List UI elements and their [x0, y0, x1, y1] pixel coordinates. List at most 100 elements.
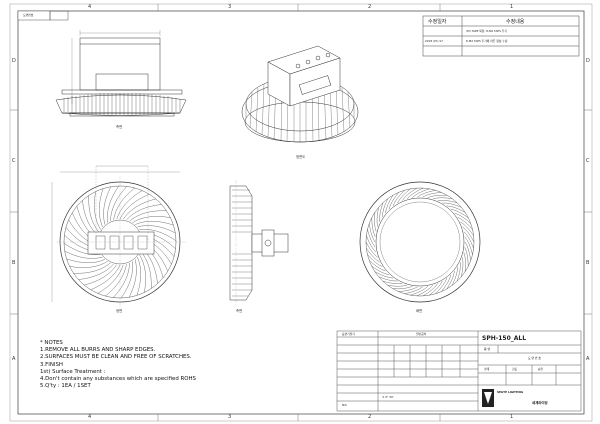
heatsink-fin	[126, 204, 162, 221]
angle-tolerance: ± 0° 30'	[382, 395, 394, 399]
heatsink-fin	[367, 229, 376, 248]
company-name: 세계라이팅	[532, 401, 548, 405]
heatsink-fin	[105, 264, 127, 297]
zone-right-A: A	[586, 356, 590, 362]
zone-top-4: 4	[88, 4, 92, 10]
heatsink-fin	[107, 185, 119, 223]
heatsink-fin	[412, 188, 430, 198]
scale: N/S	[342, 403, 347, 407]
heatsink-fin	[442, 202, 462, 208]
heatsink-fin	[392, 190, 405, 206]
heatsink-fin	[129, 210, 167, 222]
heatsink-fin	[460, 221, 474, 236]
title-block-grid	[336, 330, 582, 412]
heatsink-fin	[392, 286, 413, 290]
company-name-en: SEGYE LIGHTING	[497, 390, 524, 394]
heatsink-fin	[90, 264, 121, 290]
heatsink-fin	[422, 283, 438, 297]
back-view	[359, 181, 481, 303]
heatsink-fin	[382, 281, 403, 284]
tolerance-header: 일반공차	[416, 332, 427, 336]
heatsink-fin	[398, 286, 418, 292]
heatsink-fin	[454, 212, 471, 224]
note-line-6: 5.Q'ty : 1EA / 1SET	[40, 383, 91, 390]
heatsink-fin	[113, 187, 135, 220]
heatsink-fin	[379, 202, 384, 222]
heatsink-fin	[422, 192, 442, 198]
view-label-front: 정면	[116, 308, 122, 313]
heatsink-fin	[366, 248, 380, 263]
heatsink-fin	[113, 262, 130, 298]
revision-table	[422, 15, 580, 57]
heatsink-fin	[134, 221, 174, 226]
heatsink-fin	[376, 207, 379, 227]
heatsink-fin	[463, 231, 474, 249]
heatsink-fin	[94, 191, 101, 230]
heatsink-fin	[463, 252, 466, 272]
zone-left-D: D	[12, 58, 16, 64]
heatsink-fin	[84, 264, 117, 286]
heatsink-fin	[123, 198, 156, 220]
heatsink-fin	[369, 223, 376, 243]
heatsink-fin	[404, 286, 423, 294]
zone-bottom-3: 3	[228, 414, 232, 420]
heatsink-fin	[366, 235, 377, 253]
heatsink-fin	[140, 251, 152, 289]
heatsink-fin	[374, 271, 394, 279]
zone-left-B: B	[12, 260, 16, 266]
note-line-2: 2.SURFACES MUST BE CLEAN AND FREE OF SCR…	[40, 354, 192, 361]
heatsink-fin	[388, 192, 399, 210]
note-line-4: 1st) Surface Treatment :	[40, 368, 106, 375]
zone-bottom-1: 1	[510, 414, 514, 420]
heatsink-fin	[378, 276, 398, 282]
heatsink-fin	[452, 266, 458, 286]
heatsink-fin	[136, 256, 141, 296]
heatsink-fin	[457, 217, 473, 230]
heatsink-fin	[103, 186, 112, 225]
view-label-iso: 정면도	[296, 154, 305, 159]
heatsink-fin	[410, 286, 428, 296]
heatsink-fin	[382, 198, 388, 218]
heatsink-fin	[88, 195, 100, 233]
heatsink-fin	[139, 254, 146, 293]
heatsink-fin	[132, 216, 171, 223]
notes-heading: * NOTES	[40, 340, 63, 346]
heatsink-fin	[429, 280, 443, 296]
heatsink-fin	[456, 262, 461, 282]
heatsink-fin	[78, 263, 114, 280]
heatsink-fin	[464, 247, 469, 267]
note-line-1: 1.REMOVE ALL BURRS AND SHARP EDGES.	[40, 347, 156, 354]
heatsink-fin	[66, 258, 106, 263]
heatsink-fin	[365, 241, 378, 258]
heatsink-fin	[387, 284, 408, 287]
isometric-view	[241, 45, 359, 143]
zone-left-A: A	[12, 356, 16, 362]
zone-top-1: 1	[510, 4, 514, 10]
side-view-middle	[229, 180, 289, 306]
heatsink-fin	[464, 241, 471, 261]
heatsink-fin	[110, 186, 127, 222]
zone-ticks	[10, 4, 592, 421]
heatsink-fin	[441, 274, 452, 292]
zone-right-C: C	[586, 158, 590, 164]
heatsink-fin	[137, 225, 176, 234]
revision-content-header: 수정내용	[506, 19, 525, 25]
view-label-side-top: 측면	[116, 124, 122, 129]
heatsink-fin	[462, 226, 475, 243]
zone-right-D: D	[586, 58, 590, 64]
heatsink-fin	[432, 197, 453, 200]
notes-block: * NOTES 1.REMOVE ALL BURRS AND SHARP EDG…	[40, 340, 196, 390]
heatsink-fin	[69, 261, 108, 268]
heatsink-fin	[397, 188, 411, 204]
heatsink-fin	[464, 236, 473, 255]
drawing-number-title: 도 면 번 호	[528, 356, 541, 360]
heatsink-fin	[73, 262, 111, 274]
outer-border	[17, 10, 585, 415]
front-view	[51, 165, 186, 308]
heatsink-fin	[446, 270, 455, 289]
heatsink-fin	[435, 278, 448, 294]
heatsink-fin	[450, 209, 469, 218]
revision-row-2-content: 8-M2 TAPS 추가에 따른 형상 수정	[466, 39, 508, 43]
heatsink-fin	[63, 243, 101, 255]
